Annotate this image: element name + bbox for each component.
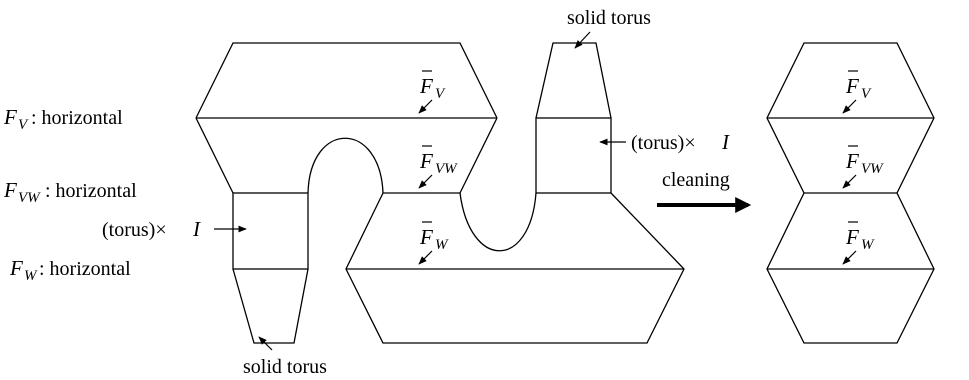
cleaned-complex	[766, 42, 935, 344]
pointer-fbar-w-left	[418, 250, 433, 265]
svg-text:VW: VW	[18, 190, 41, 206]
svg-text:F: F	[419, 225, 433, 249]
pointer-fbar-vw-left	[418, 174, 433, 189]
pointer-fbar-v-right	[842, 99, 857, 114]
pointer-bottom-solid-torus	[258, 336, 273, 351]
svg-text:F: F	[845, 149, 859, 173]
svg-text:V: V	[861, 86, 872, 102]
svg-text:V: V	[435, 86, 446, 102]
pointer-top-solid-torus	[574, 31, 591, 49]
svg-text:W: W	[24, 268, 38, 284]
svg-text:: horizontal: : horizontal	[39, 258, 131, 280]
v-region-left-slant	[195, 117, 234, 194]
label-fbar-w-left: F W	[419, 221, 449, 253]
left-arch	[307, 137, 384, 194]
w-region-outline	[345, 192, 685, 344]
cleaned-outline	[766, 42, 935, 344]
label-fbar-v-left: F V	[419, 70, 446, 102]
label-fv-horizontal: F V : horizontal	[3, 105, 123, 133]
svg-text:F: F	[419, 74, 433, 98]
svg-text:(torus)×: (torus)×	[631, 132, 696, 154]
right-valley	[459, 192, 537, 252]
label-solid-torus-top: solid torus	[567, 7, 651, 29]
pointer-fbar-vw-right	[842, 174, 857, 189]
svg-text:V: V	[18, 117, 29, 133]
svg-text:F: F	[845, 225, 859, 249]
bottom-solid-torus	[232, 268, 309, 344]
left-torus-column	[232, 192, 309, 270]
label-fbar-v-right: F V	[845, 70, 872, 102]
svg-text:F: F	[3, 178, 17, 202]
svg-text:: horizontal: : horizontal	[45, 180, 137, 202]
label-fvw-horizontal: F VW : horizontal	[3, 178, 137, 206]
svg-text:VW: VW	[861, 161, 884, 177]
v-region-right-slant	[459, 117, 498, 194]
label-solid-torus-bottom: solid torus	[243, 356, 327, 378]
svg-text:I: I	[192, 217, 201, 241]
pointer-fbar-w-right	[842, 250, 857, 265]
svg-text:F: F	[3, 105, 17, 129]
svg-text:(torus)×: (torus)×	[102, 219, 167, 241]
right-torus-column	[535, 117, 612, 194]
svg-text:W: W	[861, 237, 875, 253]
top-solid-torus	[535, 42, 612, 119]
svg-text:W: W	[435, 237, 449, 253]
svg-text:F: F	[9, 256, 23, 280]
label-torus-i-left: (torus)× I	[102, 217, 201, 241]
label-fbar-w-right: F W	[845, 221, 875, 253]
pointer-fbar-v-left	[418, 99, 433, 114]
svg-text:F: F	[419, 149, 433, 173]
label-fw-horizontal: F W : horizontal	[9, 256, 131, 284]
label-fbar-vw-right: F VW	[845, 145, 884, 177]
label-torus-i-right: (torus)× I	[631, 130, 730, 154]
svg-text:: horizontal: : horizontal	[31, 107, 123, 129]
label-cleaning: cleaning	[662, 169, 730, 191]
label-fbar-vw-left: F VW	[419, 145, 458, 177]
left-complex	[195, 42, 685, 344]
svg-text:F: F	[845, 74, 859, 98]
v-region-outline	[195, 42, 498, 119]
svg-text:VW: VW	[435, 161, 458, 177]
svg-text:I: I	[721, 130, 730, 154]
